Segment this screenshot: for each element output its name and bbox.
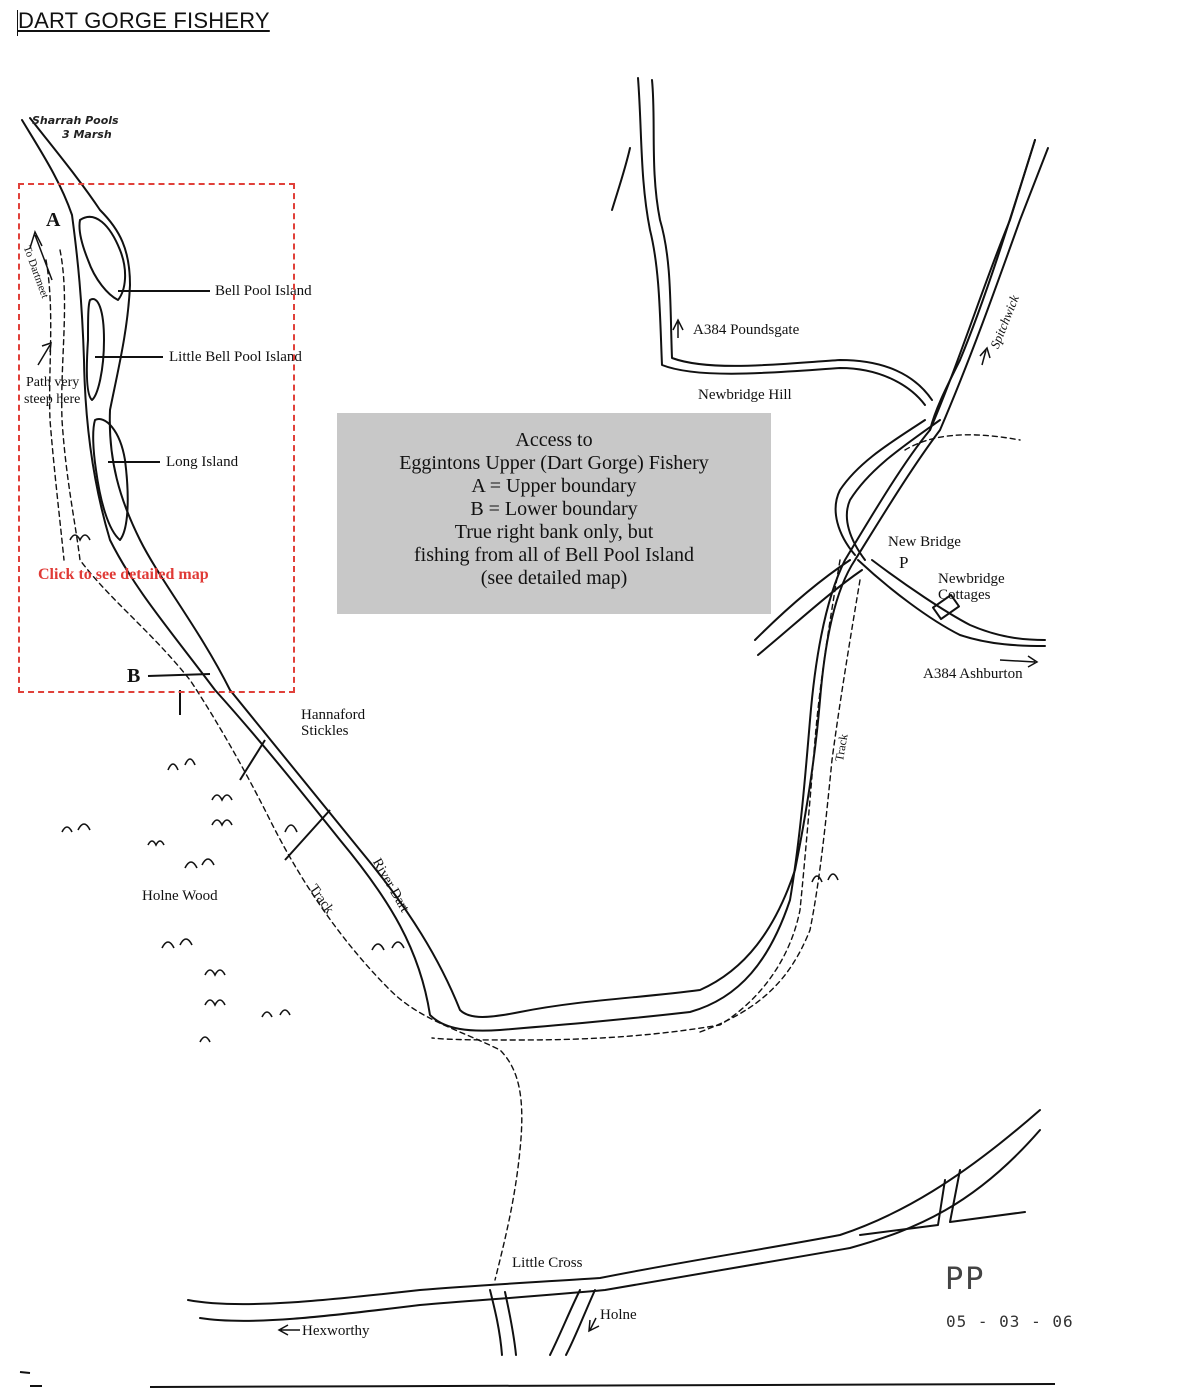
tree-icon [204,969,226,977]
road-ashburton-a [857,559,1046,647]
tree-icon [147,840,165,847]
access-info-box: Access to Eggintons Upper (Dart Gorge) F… [337,413,771,614]
author-initials: PP [945,1262,986,1297]
tree-icon [184,858,215,869]
road-spur [611,147,631,211]
sharrah-sub-label: 3 Marsh [62,128,112,141]
info-line: Access to [515,429,593,451]
tree-icon [371,941,405,951]
arrow-ashburton-icon [999,655,1039,668]
long-island-label: Long Island [166,454,239,470]
road-holne-b [504,1291,517,1356]
road-spur-east-b [859,1179,946,1236]
sharrah-pools-label: Sharrah Pools [32,114,119,127]
parking-label: P [899,553,909,572]
text-cursor [17,10,18,36]
road-west-b [757,569,863,656]
road-west-a [754,559,851,641]
newbridge-cottages-line1: Newbridge [938,571,1005,587]
little-bell-pool-island-label: Little Bell Pool Island [169,349,302,365]
info-line: B = Lower boundary [470,498,638,520]
tree-icon [199,1036,211,1043]
new-bridge-label: New Bridge [888,534,961,550]
little-cross-label: Little Cross [512,1255,583,1271]
marker-b: B [127,665,141,687]
little-bell-pool-island [85,298,105,401]
hannaford-line1: Hannaford [301,707,366,723]
path-steep-line1: Path very [26,375,80,390]
river-dart-right-bank [29,117,1049,1018]
newbridge-cottages [931,593,961,621]
a384-ashburton-label: A384 Ashburton [923,666,1023,682]
road-holne-c [549,1289,581,1356]
bottom-rule [149,1383,1056,1388]
arrow-spitchwick-icon [979,346,991,366]
tree-icon [204,999,226,1007]
arrow-holne-icon [588,1317,600,1333]
bottom-mark [19,1371,31,1374]
track-newbridge [904,434,1021,451]
newbridge-hill-label: Newbridge Hill [698,387,792,403]
road-holne-d [565,1289,596,1356]
newbridge-cottages-line2: Cottages [938,587,991,603]
road-a384-poundsgate-right [651,79,933,401]
path-steep-line2: steep here [24,392,81,407]
track-left [59,249,523,1281]
tree-icon [167,758,196,771]
river-dart-left-bank [21,119,1036,1032]
track-right [431,559,841,1041]
leader-b [147,673,211,677]
road-newbridge-a [834,419,926,556]
hexworthy-label: Hexworthy [302,1323,370,1339]
tree-icon [211,794,233,802]
detailed-map-hotspot[interactable] [18,183,295,693]
info-line: Eggintons Upper (Dart Gorge) Fishery [399,452,709,474]
track-left-b [45,259,65,561]
road-hexworthy-a [187,1109,1041,1306]
page-title: DART GORGE FISHERY [18,8,270,33]
holne-wood-label: Holne Wood [142,888,218,904]
tree-icon [261,1009,291,1018]
road-ashburton-b [871,559,1046,641]
track-right-b [699,579,861,1033]
info-line: A = Upper boundary [471,475,637,497]
long-island [92,418,129,541]
info-line: fishing from all of Bell Pool Island [414,544,694,566]
arrow-hexworthy-icon [277,1324,300,1336]
road-spitchwick-a [929,139,1036,431]
author-date: 05 - 03 - 06 [946,1312,1074,1331]
fence-2 [284,809,331,861]
arrow-poundsgate-icon [672,318,684,338]
tree-icon [61,823,91,833]
road-holne-a [489,1289,503,1356]
tree-icon [284,824,298,833]
info-line: (see detailed map) [480,567,628,589]
tree-icon [211,819,233,827]
info-line: True right bank only, but [454,521,654,543]
detailed-map-link[interactable]: Click to see detailed map [38,566,209,583]
bell-pool-island [78,215,126,301]
tree-icon [811,873,839,883]
bell-pool-island-label: Bell Pool Island [215,283,312,299]
tree-icons [61,534,839,1043]
road-hexworthy-b [199,1129,1041,1322]
arrow-path-steep-icon [37,341,52,366]
arrow-to-dartmeet-icon [29,230,53,281]
hannaford-line2: Stickles [301,723,349,739]
holne-label: Holne [600,1307,637,1323]
road-a384-poundsgate-left [637,77,926,406]
tree-icon [161,938,193,949]
tree-icon [69,534,91,542]
road-newbridge-b [845,419,941,561]
marker-a: A [46,209,61,231]
a384-poundsgate-label: A384 Poundsgate [693,322,800,338]
road-spur-east [949,1169,1026,1223]
fence-1 [239,739,266,781]
